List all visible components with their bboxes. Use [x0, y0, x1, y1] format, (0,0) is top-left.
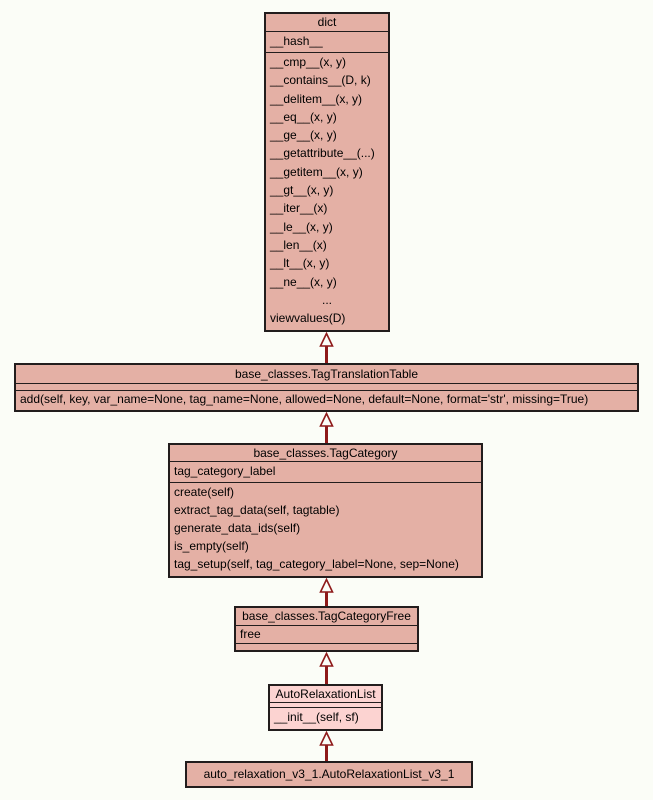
class-box-auto-relaxation-list-v3-1[interactable]: auto_relaxation_v3_1.AutoRelaxationList_… [185, 761, 473, 788]
class-box-auto-relaxation-list[interactable]: AutoRelaxationList __init__(self, sf) [268, 684, 383, 731]
method: __delitem__(x, y) [270, 91, 363, 106]
class-title: dict [266, 14, 388, 32]
class-title: auto_relaxation_v3_1.AutoRelaxationList_… [203, 767, 455, 781]
method: __ne__(x, y) [270, 274, 337, 289]
class-title: base_classes.TagTranslationTable [16, 365, 637, 384]
method: is_empty(self) [174, 539, 249, 553]
methods-compartment: __init__(self, sf) [270, 708, 381, 727]
method: viewvalues(D) [270, 311, 346, 326]
class-box-tag-category-free[interactable]: base_classes.TagCategoryFree free [234, 606, 419, 652]
class-title: base_classes.TagCategoryFree [236, 608, 417, 626]
class-box-dict[interactable]: dict __hash__ __cmp__(x, y) __contains__… [264, 12, 390, 332]
method: __contains__(D, k) [270, 73, 371, 88]
method: __getattribute__(...) [270, 146, 375, 161]
methods-compartment [236, 644, 417, 648]
methods-ellipsis: ... [321, 292, 332, 307]
method: tag_setup(self, tag_category_label=None,… [174, 557, 459, 571]
inheritance-arrow [319, 331, 334, 363]
method: add(self, key, var_name=None, tag_name=N… [20, 391, 589, 406]
inheritance-arrow [319, 651, 334, 684]
attributes-compartment [270, 703, 381, 708]
inheritance-arrow [319, 730, 334, 761]
method: generate_data_ids(self) [174, 521, 301, 535]
method: __iter__(x) [270, 201, 328, 216]
class-title: base_classes.TagCategory [170, 445, 481, 462]
methods-compartment: create(self) extract_tag_data(self, tagt… [170, 483, 481, 573]
method: __lt__(x, y) [270, 256, 330, 271]
attributes-compartment: tag_category_label [170, 462, 481, 483]
method: __getitem__(x, y) [270, 164, 363, 179]
class-title: AutoRelaxationList [270, 686, 381, 703]
method: __eq__(x, y) [270, 109, 337, 124]
method: extract_tag_data(self, tagtable) [174, 503, 340, 517]
attributes-compartment: __hash__ [266, 32, 388, 53]
inheritance-arrow [319, 411, 334, 443]
methods-compartment: __cmp__(x, y) __contains__(D, k) __delit… [266, 53, 388, 327]
attributes-compartment [16, 384, 637, 391]
method: create(self) [174, 485, 235, 499]
method: __ge__(x, y) [270, 128, 337, 143]
method: __cmp__(x, y) [270, 55, 347, 69]
method: __init__(self, sf) [274, 709, 359, 724]
methods-compartment: add(self, key, var_name=None, tag_name=N… [16, 391, 637, 409]
method: __le__(x, y) [270, 219, 333, 234]
attribute: free [240, 627, 261, 641]
method: __gt__(x, y) [270, 183, 334, 198]
method: __len__(x) [270, 237, 327, 252]
inheritance-arrow [319, 577, 334, 606]
attributes-compartment: free [236, 626, 417, 644]
attribute: __hash__ [270, 34, 323, 48]
class-box-tag-category[interactable]: base_classes.TagCategory tag_category_la… [168, 443, 483, 578]
attribute: tag_category_label [174, 464, 276, 478]
class-box-tag-translation-table[interactable]: base_classes.TagTranslationTable add(sel… [14, 363, 639, 412]
